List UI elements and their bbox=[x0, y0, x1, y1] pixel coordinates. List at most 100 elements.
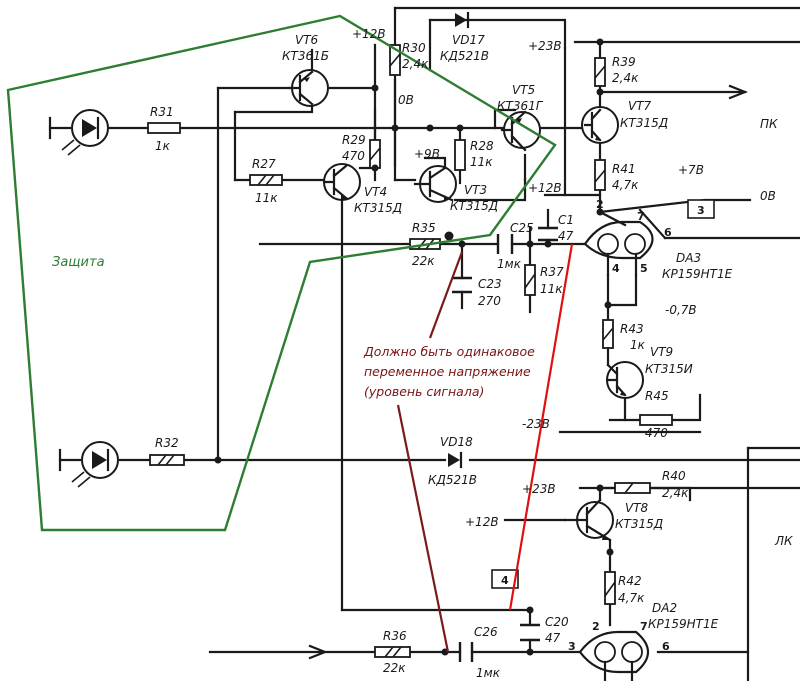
label-vt9: VT9 bbox=[650, 345, 673, 359]
pin-da2-3: 3 bbox=[568, 640, 576, 653]
label-node-3: 3 bbox=[697, 204, 705, 217]
transistor-vt3 bbox=[413, 165, 457, 203]
resistor-r27 bbox=[249, 174, 283, 186]
label-da3-type: КР159НТ1Е bbox=[662, 267, 733, 281]
signal-note: Должно быть одинаковое переменное напряж… bbox=[363, 344, 535, 399]
label-r31-value: 1к bbox=[155, 139, 171, 153]
capacitor-c23 bbox=[452, 276, 472, 294]
pin-da3-4: 4 bbox=[612, 262, 620, 275]
label-r29: R29 bbox=[342, 133, 366, 147]
label-r29-value: 470 bbox=[342, 149, 365, 163]
protection-outline bbox=[6, 14, 557, 532]
label-r39-value: 2,4к bbox=[612, 71, 639, 85]
circuit-wires bbox=[48, 6, 800, 681]
label-vt8-type: КТ315Д bbox=[615, 517, 663, 531]
label-vt3-type: КТ315Д bbox=[450, 199, 498, 213]
label-r40-value: 2,4к bbox=[662, 486, 689, 500]
opamp-da2 bbox=[578, 630, 650, 681]
label-r43: R43 bbox=[620, 322, 644, 336]
capacitor-c25 bbox=[496, 234, 514, 254]
label-da2: DA2 bbox=[652, 601, 677, 615]
label-r37: R37 bbox=[540, 265, 564, 279]
transistor-vt7 bbox=[581, 106, 619, 144]
label-r42-value: 4,7к bbox=[618, 591, 645, 605]
label-vt3: VT3 bbox=[464, 183, 487, 197]
transistor-vt4 bbox=[323, 163, 361, 201]
label-c23-value: 270 bbox=[478, 294, 501, 308]
label-da2-type: КР159НТ1Е bbox=[648, 617, 719, 631]
resistor-r45 bbox=[639, 414, 673, 426]
label-plus12v-low: +12В bbox=[465, 515, 499, 529]
capacitor-c26 bbox=[458, 642, 474, 662]
label-r32: R32 bbox=[155, 436, 179, 450]
node-box-3 bbox=[687, 199, 715, 219]
label-vt6-type: КТ361Б bbox=[282, 49, 329, 63]
label-vd18: VD18 bbox=[440, 435, 473, 449]
label-pk: ПК bbox=[760, 117, 778, 131]
capacitors bbox=[452, 226, 558, 662]
label-r28: R28 bbox=[470, 139, 494, 153]
label-c23: C23 bbox=[478, 277, 502, 291]
transistor-vt8 bbox=[563, 498, 614, 542]
label-r35-value: 22к bbox=[412, 254, 435, 268]
capacitor-c20 bbox=[520, 623, 540, 642]
component-labels: R31 1к R32 R27 11к R29 470 R28 11к R30 2… bbox=[150, 27, 793, 680]
note-line-1: Должно быть одинаковое bbox=[363, 344, 535, 359]
label-0v-top: 0В bbox=[398, 93, 414, 107]
node-box-4 bbox=[491, 569, 519, 589]
label-c19-value: 47 bbox=[558, 229, 574, 243]
label-vt7-type: КТ315Д bbox=[620, 116, 668, 130]
label-vt6: VT6 bbox=[295, 33, 319, 47]
pin-da2-6: 6 bbox=[662, 640, 670, 653]
label-r39: R39 bbox=[612, 55, 636, 69]
label-r30: R30 bbox=[402, 41, 426, 55]
label-r37-value: 11к bbox=[540, 282, 563, 296]
label-c20-value: 47 bbox=[545, 631, 561, 645]
label-r31: R31 bbox=[150, 105, 174, 119]
transistor-vt6 bbox=[288, 69, 329, 107]
label-vt4: VT4 bbox=[364, 185, 387, 199]
pin-da3-2: 2 bbox=[596, 198, 604, 211]
label-c26: C26 bbox=[474, 625, 498, 639]
resistor-r28 bbox=[454, 139, 466, 171]
note-pointer-up bbox=[428, 251, 464, 339]
label-minus07v: -0,7В bbox=[665, 303, 697, 317]
label-r40: R40 bbox=[662, 469, 686, 483]
label-c25: C25 bbox=[510, 221, 534, 235]
label-r36-value: 22к bbox=[383, 661, 406, 675]
label-vt7: VT7 bbox=[628, 99, 652, 113]
label-vt5: VT5 bbox=[512, 83, 535, 97]
label-plus12v-mid: +12В bbox=[528, 181, 562, 195]
label-0v-right: 0В bbox=[760, 189, 776, 203]
label-vt8: VT8 bbox=[625, 501, 649, 515]
opamp-da3 bbox=[583, 220, 654, 277]
pin-da3-5: 5 bbox=[640, 262, 648, 275]
label-c20: C20 bbox=[545, 615, 569, 629]
diode-vd17-icon bbox=[455, 11, 470, 29]
label-r41: R41 bbox=[612, 162, 636, 176]
transistors bbox=[288, 69, 644, 542]
label-r42: R42 bbox=[618, 574, 642, 588]
label-r36: R36 bbox=[383, 629, 407, 643]
led-1-icon bbox=[61, 109, 109, 156]
opamps bbox=[578, 220, 654, 681]
label-plus23v-top: +23В bbox=[528, 39, 562, 53]
label-vd18-type: КД521В bbox=[428, 473, 477, 487]
label-vt4-type: КТ315Д bbox=[354, 201, 402, 215]
pin-da3-6: 6 bbox=[664, 226, 672, 239]
diode-vd18-icon bbox=[448, 451, 463, 469]
label-c19: C1 bbox=[558, 213, 574, 227]
label-c26-value: 1мк bbox=[476, 666, 501, 680]
label-r27-value: 11к bbox=[255, 191, 278, 205]
pin-da3-7: 7 bbox=[637, 210, 645, 223]
label-r35: R35 bbox=[412, 221, 436, 235]
label-r45-value: 470 bbox=[645, 426, 668, 440]
label-r45: R45 bbox=[645, 389, 669, 403]
note-line-3: (уровень сигнала) bbox=[364, 384, 484, 399]
resistor-r31 bbox=[147, 122, 181, 134]
pin-da2-2: 2 bbox=[592, 620, 600, 633]
led-2-icon bbox=[71, 441, 119, 488]
label-node-4: 4 bbox=[501, 574, 509, 587]
